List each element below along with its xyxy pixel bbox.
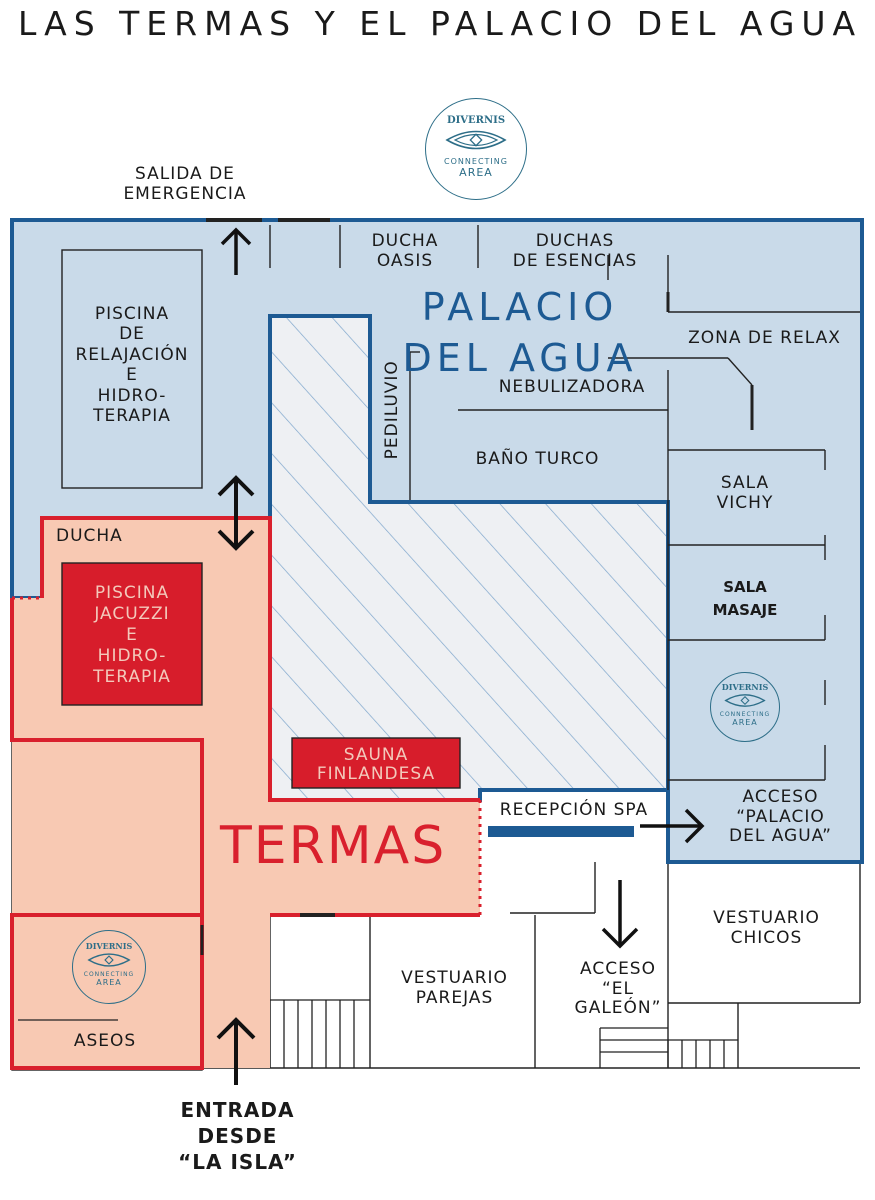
reception-counter	[488, 826, 634, 837]
arrow-salida	[220, 227, 252, 275]
label-recepcion: RECEPCIÓN SPA	[499, 800, 649, 820]
fish-icon	[724, 694, 766, 707]
label-bano-turco: BAÑO TURCO	[475, 449, 600, 469]
sauna-room	[291, 737, 461, 789]
arrow-double	[217, 475, 255, 551]
termas-open-edges	[12, 596, 482, 915]
label-piscina-relajacion: PISCINA DE RELAJACIÓN E HIDRO- TERAPIA	[75, 304, 189, 426]
divernis-logo-top: DIVERNIS CONNECTING AREA	[425, 98, 527, 200]
label-zona-relax: ZONA DE RELAX	[688, 328, 841, 348]
label-ducha: DUCHA	[56, 526, 123, 546]
label-aseos: ASEOS	[73, 1031, 137, 1051]
label-nebulizadora: NEBULIZADORA	[498, 377, 646, 397]
jacuzzi-pool	[61, 562, 203, 706]
fish-icon	[445, 130, 507, 150]
zone-label-termas: TERMAS	[220, 816, 447, 876]
fish-icon	[87, 953, 131, 967]
label-piscina-jacuzzi: PISCINA JACUZZI E HIDRO- TERAPIA	[93, 583, 171, 687]
arrow-entrada	[216, 1017, 256, 1085]
arrow-galeon	[601, 880, 639, 949]
divernis-logo-masaje: DIVERNIS CONNECTING AREA	[710, 672, 780, 742]
palacio-walls	[61, 225, 860, 790]
label-pediluvio: PEDILUVIO	[382, 360, 403, 460]
page-title: LAS TERMAS Y EL PALACIO DEL AGUA	[18, 4, 863, 43]
zone-label-palacio: PALACIO DEL AGUA	[402, 285, 638, 381]
arrow-recepcion	[640, 808, 705, 844]
divernis-logo-aseos: DIVERNIS CONNECTING AREA	[72, 930, 146, 1004]
